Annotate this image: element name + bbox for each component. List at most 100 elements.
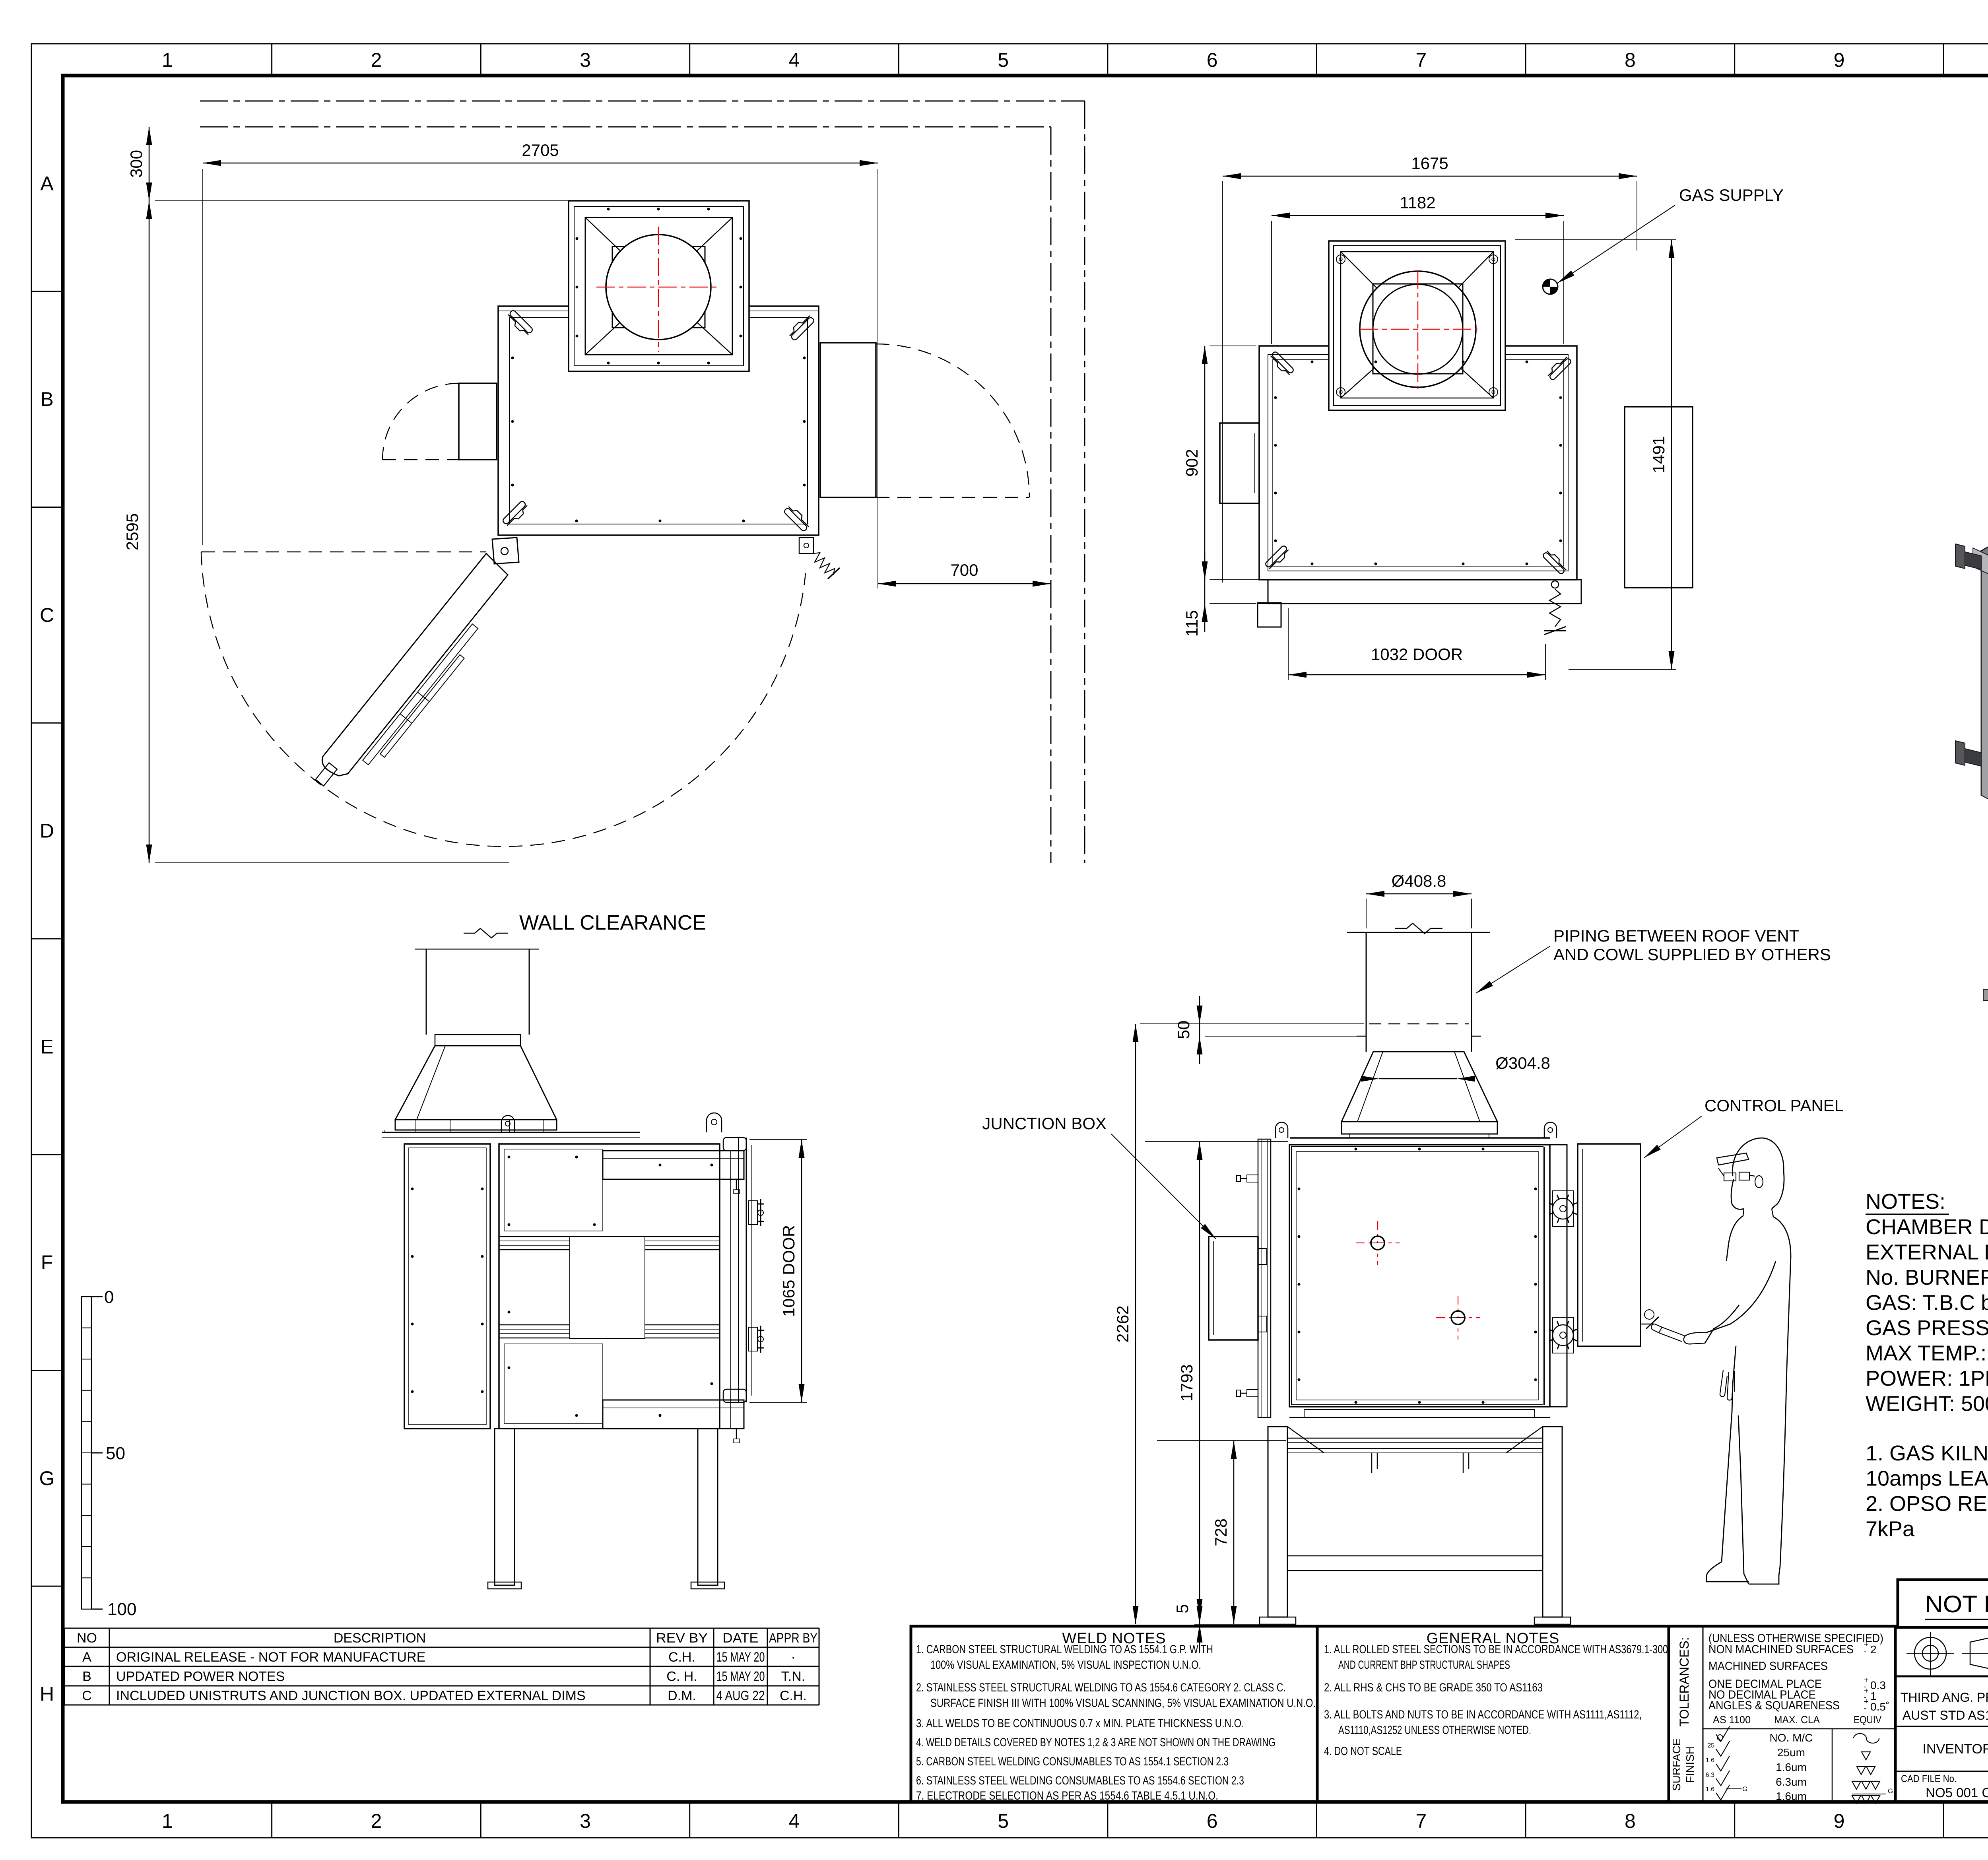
svg-text:NO DECIMAL PLACE: NO DECIMAL PLACE [1708,1688,1816,1701]
svg-text:6: 6 [1207,49,1218,71]
svg-text:7kPa: 7kPa [1866,1517,1915,1541]
svg-text:7: 7 [1415,49,1427,71]
svg-text:3. ALL WELDS TO BE CONTINUOUS: 3. ALL WELDS TO BE CONTINUOUS 0.7 x MIN.… [916,1717,1244,1730]
svg-text:MAX TEMP.: 1300°C: MAX TEMP.: 1300°C [1866,1342,1988,1365]
svg-text:UPDATED POWER NOTES: UPDATED POWER NOTES [116,1669,285,1684]
svg-text:2. STAINLESS STEEL STRUCTURAL: 2. STAINLESS STEEL STRUCTURAL WELDING TO… [916,1681,1286,1694]
svg-text:902: 902 [1182,449,1201,477]
svg-text:NO. M/C: NO. M/C [1770,1732,1813,1744]
svg-text:-: - [1864,1682,1867,1691]
svg-text:1: 1 [1870,1690,1877,1702]
svg-text:NO: NO [77,1631,97,1646]
svg-text:9: 9 [1834,49,1845,71]
svg-text:AND CURRENT BHP STRUCTURAL SHA: AND CURRENT BHP STRUCTURAL SHAPES [1338,1658,1510,1672]
svg-text:6.3um: 6.3um [1776,1776,1807,1788]
svg-text:NO5 001 C.idw: NO5 001 C.idw [1926,1785,1988,1800]
svg-text:5: 5 [1173,1604,1192,1613]
svg-text:50: 50 [1174,1021,1193,1039]
svg-text:3. ALL BOLTS AND NUTS TO BE IN: 3. ALL BOLTS AND NUTS TO BE IN ACCORDANC… [1324,1708,1642,1721]
svg-text:WELD NOTES: WELD NOTES [1062,1630,1166,1647]
svg-text:7. ELECTRODE SELECTION AS PER: 7. ELECTRODE SELECTION AS PER AS 1554.6 … [916,1789,1218,1802]
svg-text:C. H.: C. H. [666,1669,697,1684]
svg-text:SURFACE: SURFACE [1670,1738,1683,1791]
svg-text:MAX. CLA: MAX. CLA [1774,1714,1820,1726]
svg-text:10amps LEAD & PLUG: 10amps LEAD & PLUG [1866,1467,1988,1491]
svg-text:PIPING BETWEEN ROOF VENT: PIPING BETWEEN ROOF VENT [1553,926,1799,945]
svg-text:25: 25 [1707,1742,1714,1749]
svg-text:AS 1100: AS 1100 [1713,1714,1751,1726]
svg-text:MACHINED SURFACES: MACHINED SURFACES [1708,1660,1828,1673]
svg-text:D: D [40,820,54,842]
svg-text:GAS SUPPLY: GAS SUPPLY [1679,186,1784,204]
svg-text:5: 5 [998,1810,1009,1832]
svg-text:DESCRIPTION: DESCRIPTION [334,1631,426,1646]
svg-text:FINISH: FINISH [1684,1746,1696,1783]
svg-text:G: G [1742,1785,1747,1793]
svg-text:C: C [82,1688,92,1703]
svg-text:CHAMBER DIMENSIONS: 610mmW x 6: CHAMBER DIMENSIONS: 610mmW x 610mmD x 61… [1866,1215,1988,1239]
svg-text:1.6: 1.6 [1706,1786,1714,1793]
svg-text:WALL CLEARANCE: WALL CLEARANCE [519,911,706,934]
svg-text:0.3: 0.3 [1870,1679,1886,1691]
svg-text:-: - [1864,1704,1867,1712]
svg-text:1.6um: 1.6um [1776,1790,1807,1802]
svg-text:728: 728 [1211,1518,1230,1546]
svg-text:+: + [1864,1697,1869,1706]
svg-text:100% VISUAL EXAMINATION, 5% VI: 100% VISUAL EXAMINATION, 5% VISUAL INSPE… [930,1658,1201,1672]
svg-text:C: C [40,604,54,626]
svg-text:300: 300 [127,150,146,178]
svg-text:Ø408.8: Ø408.8 [1392,872,1446,890]
svg-text:100: 100 [107,1600,136,1619]
svg-text:A: A [40,172,54,194]
svg-text:-: - [1864,1646,1867,1655]
svg-text:C.H.: C.H. [668,1650,695,1665]
svg-text:-: - [1864,1693,1867,1702]
svg-text:JUNCTION BOX: JUNCTION BOX [982,1114,1107,1133]
svg-text:9: 9 [1834,1810,1845,1832]
svg-text:7: 7 [1415,1810,1427,1832]
svg-text:4: 4 [789,49,800,71]
svg-text:1032 DOOR: 1032 DOOR [1371,645,1463,664]
svg-text:1. ALL ROLLED STEEL SECTIONS T: 1. ALL ROLLED STEEL SECTIONS TO BE IN AC… [1324,1643,1668,1656]
svg-text:C.H.: C.H. [780,1688,807,1703]
svg-text:WEIGHT: 500kg: WEIGHT: 500kg [1866,1392,1988,1416]
svg-text:5: 5 [998,49,1009,71]
svg-text:+: + [1864,1676,1869,1685]
svg-text:B: B [40,388,53,410]
svg-text:2. ALL RHS & CHS TO BE GRADE 3: 2. ALL RHS & CHS TO BE GRADE 350 TO AS11… [1324,1681,1543,1694]
svg-text:G: G [39,1467,55,1489]
svg-text:REV BY: REV BY [656,1631,708,1646]
svg-text:1491: 1491 [1649,436,1668,473]
svg-text:4: 4 [789,1810,800,1832]
svg-text:D.M.: D.M. [668,1688,696,1703]
svg-text:APPR BY: APPR BY [769,1631,817,1646]
svg-text:T.N.: T.N. [781,1669,805,1684]
svg-text:GENERAL NOTES: GENERAL NOTES [1427,1630,1560,1647]
svg-text:1.6: 1.6 [1706,1757,1714,1764]
svg-text:AS1110,AS1252 UNLESS OTHERWISE: AS1110,AS1252 UNLESS OTHERWISE NOTED. [1338,1724,1531,1737]
svg-text:ORIGINAL RELEASE - NOT FOR MAN: ORIGINAL RELEASE - NOT FOR MANUFACTURE [116,1650,425,1665]
svg-text:2595: 2595 [123,513,142,550]
svg-text:A: A [82,1650,91,1665]
svg-text:NOTES:: NOTES: [1866,1190,1945,1213]
svg-text:CONTROL PANEL: CONTROL PANEL [1705,1096,1844,1115]
svg-text:4. DO NOT SCALE: 4. DO NOT SCALE [1324,1745,1402,1758]
svg-text:4. WELD DETAILS COVERED BY NOT: 4. WELD DETAILS COVERED BY NOTES 1,2 & 3… [916,1736,1276,1749]
svg-text:2: 2 [371,49,382,71]
svg-text:NOT FOR MANUFACTURE - ISSUED F: NOT FOR MANUFACTURE - ISSUED FOR APPROVA… [1925,1591,1988,1617]
svg-text:1: 1 [162,1810,173,1832]
svg-text:1675: 1675 [1411,154,1448,173]
svg-text:1182: 1182 [1400,193,1435,212]
svg-text:INCLUDED UNISTRUTS AND JUNCTIO: INCLUDED UNISTRUTS AND JUNCTION BOX. UPD… [116,1688,586,1703]
svg-text:·: · [791,1650,795,1665]
svg-text:GAS PRESSURE: 5KPa: GAS PRESSURE: 5KPa [1866,1316,1988,1340]
svg-text:(UNLESS OTHERWISE SPECIFIED): (UNLESS OTHERWISE SPECIFIED) [1708,1632,1883,1645]
svg-text:6: 6 [1207,1810,1218,1832]
svg-text:4 AUG 22: 4 AUG 22 [716,1688,765,1703]
svg-text:G: G [1888,1787,1893,1795]
svg-text:15 MAY 20: 15 MAY 20 [716,1650,765,1665]
svg-text:CAD FILE No.: CAD FILE No. [1901,1773,1957,1784]
svg-text:+: + [1864,1687,1869,1695]
svg-text:115: 115 [1182,610,1201,637]
